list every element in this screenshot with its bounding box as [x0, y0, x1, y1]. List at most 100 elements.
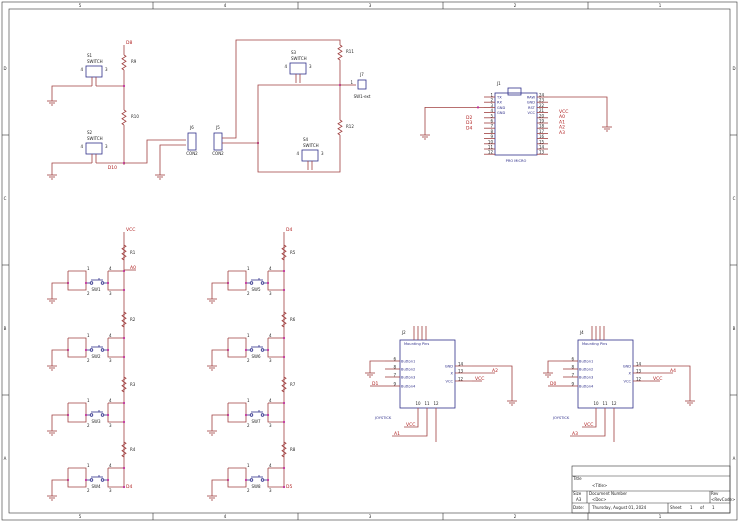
pin-number: 14: [636, 362, 642, 367]
pin-number: 4: [109, 398, 112, 403]
resistor-zigzag: [121, 54, 127, 71]
frame-row-label: C: [733, 196, 736, 201]
wire: [547, 360, 563, 370]
rev-value: <RevCode>: [711, 497, 735, 502]
pin-number: 9: [490, 134, 493, 139]
junction-dot: [106, 478, 110, 482]
pin-number: 17: [539, 129, 545, 134]
pin-name: Button3: [579, 376, 593, 380]
switch-ref: SW4: [91, 484, 100, 489]
switch-contact: [100, 478, 105, 482]
pin-number: 2: [247, 291, 250, 296]
junction-dot: [122, 485, 126, 489]
pin-number: 12: [433, 401, 439, 406]
frame-row-label: D: [732, 66, 735, 71]
pin-number: 12: [488, 150, 494, 155]
wire: [570, 418, 606, 437]
resistor-ref: R7: [290, 382, 296, 387]
wire: [51, 349, 68, 363]
pushbutton-pins-left: [67, 270, 87, 291]
wire: [211, 282, 228, 296]
rev-label: Rev: [711, 491, 719, 496]
switch-value: SWITCH: [87, 59, 103, 64]
net-label: A0: [559, 114, 565, 120]
switch-ref: SW6: [251, 354, 260, 359]
pin-number: 4: [109, 266, 112, 271]
pin-name: TX: [496, 96, 502, 100]
pin-number: 3: [105, 67, 108, 72]
ground-symbol: [47, 98, 57, 106]
resistor-ref: R4: [130, 447, 136, 452]
junction-dot: [266, 281, 270, 285]
junction-dot: [122, 355, 126, 359]
net-label-top: D4: [286, 227, 292, 233]
switch-ref: SW3: [91, 419, 100, 424]
connector-value: SW1-ext: [354, 94, 371, 99]
ground-symbol: [47, 363, 57, 371]
pin-number: 1: [247, 463, 250, 468]
junction-dot: [122, 420, 126, 424]
junction-dot: [122, 269, 126, 273]
pushbutton-pin: [107, 271, 124, 291]
wire: [404, 418, 419, 428]
switch-ref: S1: [87, 53, 93, 58]
switch-body: [289, 62, 307, 75]
pin-name: Button1: [401, 360, 415, 364]
pin-number: 16: [539, 134, 545, 139]
switch-ref: S3: [291, 50, 297, 55]
pushbutton-pins-left: [67, 467, 87, 488]
ground-symbol: [365, 370, 375, 378]
net-label: A2: [492, 368, 498, 374]
pushbutton-pin: [107, 468, 124, 488]
resistor-zigzag: [337, 44, 343, 61]
pin-number: 6: [571, 357, 574, 362]
of-label: of: [700, 505, 704, 510]
junction-dot: [84, 348, 88, 352]
pin-number: 3: [105, 144, 108, 149]
junction-dot: [244, 281, 248, 285]
wire: [369, 360, 385, 370]
junction-dot: [266, 413, 270, 417]
pin-number: 4: [284, 64, 287, 69]
pin-name: GND: [497, 106, 505, 110]
junction-dot: [282, 336, 286, 340]
pushbutton-pins-left: [67, 337, 87, 358]
resistor-zigzag: [281, 244, 287, 261]
pin-name: X: [629, 372, 632, 376]
net-label: D1: [372, 381, 378, 387]
title-value: <Title>: [592, 483, 607, 488]
pin-name: GND: [623, 365, 631, 369]
switch-contact: [249, 348, 254, 352]
pin-number: 8: [393, 365, 396, 370]
switch-contact: [260, 413, 265, 417]
pin-number: 7: [393, 373, 396, 378]
resistor-ref: R8: [290, 447, 296, 452]
net-label: A2: [559, 125, 565, 131]
pushbutton-pins-left: [227, 402, 247, 423]
resistor-ref: R1: [130, 250, 136, 255]
pin-number: 1: [490, 93, 493, 98]
net-label-d8: D8: [126, 40, 132, 46]
junction-dot: [106, 348, 110, 352]
ground-symbol: [47, 172, 57, 180]
button-column-col1: VCCR1SW11243R2SW21243R3SW31243R4SW41243D…: [47, 227, 136, 501]
pin-number: 4: [80, 67, 83, 72]
resistor-symbol: [121, 244, 127, 261]
usb-connector: [507, 87, 522, 96]
pin-number: 3: [269, 488, 272, 493]
pin-number: 22: [539, 103, 545, 108]
switch-contact: [260, 478, 265, 482]
switch-ref: SW8: [251, 484, 260, 489]
pin-number: 2: [87, 291, 90, 296]
pin-number: 2: [490, 98, 493, 103]
wire: [424, 107, 484, 132]
pin-name: VCC: [446, 380, 454, 384]
pin-number: 1: [247, 266, 250, 271]
